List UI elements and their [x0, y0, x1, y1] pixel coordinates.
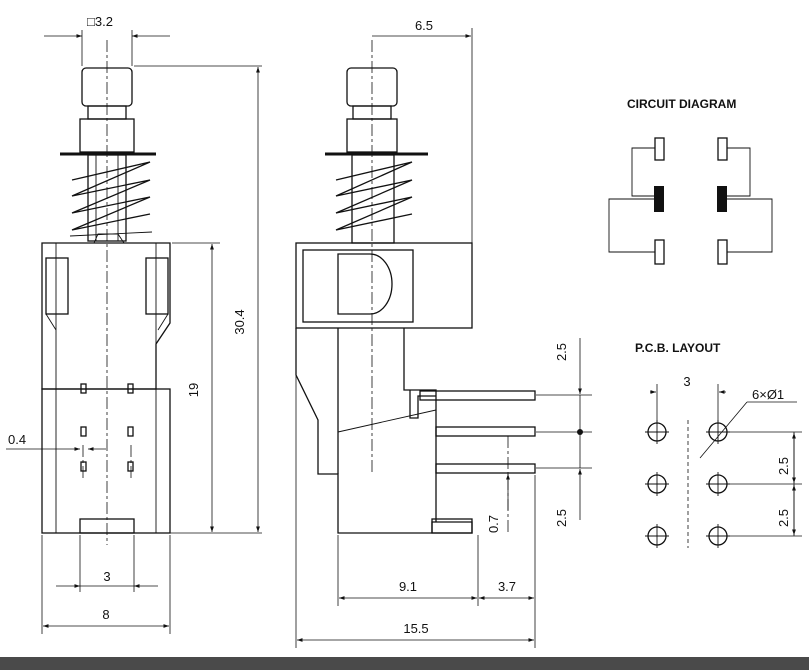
pcb-row-pitch-1-label: 2.5 [776, 457, 791, 475]
pin-pitch-bottom-label: 2.5 [554, 509, 569, 527]
front-terminal-slots [80, 383, 134, 472]
circuit-contact-tr [717, 137, 728, 161]
side-bottom-foot [431, 518, 473, 534]
pcb-column-spacing-label: 3 [683, 374, 690, 389]
pcb-layout: P.C.B. LAYOUT 3 6×Ø1 [635, 341, 802, 548]
side-housing [295, 242, 473, 534]
footer-bar [0, 657, 809, 670]
dim-side-width: 6.5 [372, 18, 473, 243]
dim-pin-offset: 0.7 [486, 474, 510, 533]
side-pin-top [419, 390, 536, 401]
dim-total-length: 15.5 [295, 330, 536, 648]
circuit-switch-right [717, 186, 727, 212]
pcb-row-pitch-2-label: 2.5 [776, 509, 791, 527]
side-actuator-window [337, 253, 393, 315]
dim-body-width: 8 [41, 535, 171, 634]
pin-spacing-label: 3 [103, 569, 110, 584]
pcb-holes [645, 420, 730, 548]
side-width-label: 6.5 [415, 18, 433, 33]
front-spring [69, 154, 153, 242]
body-length-label: 9.1 [399, 579, 417, 594]
pin-pitch-top-label: 2.5 [554, 343, 569, 361]
dim-total-height: 30.4 [134, 65, 262, 534]
circuit-contact-bl [654, 239, 665, 265]
dim-pin-pitch: 2.5 2.5 [536, 338, 592, 527]
pcb-layout-title: P.C.B. LAYOUT [635, 341, 721, 355]
body-width-label: 8 [102, 607, 109, 622]
pin-center-dot [577, 429, 583, 435]
front-base [41, 388, 171, 534]
circuit-contact-br [717, 239, 728, 265]
side-spring [335, 154, 413, 244]
dim-pin-spacing: 3 [56, 535, 158, 592]
dim-pin-thickness: 0.4 [6, 432, 106, 451]
pcb-hole-spec-label: 6×Ø1 [752, 387, 784, 402]
circuit-contact-tl [654, 137, 665, 161]
body-height-label: 19 [186, 383, 201, 397]
pin-offset-label: 0.7 [486, 515, 501, 533]
side-pins [419, 390, 536, 535]
front-view: □3.2 30.4 19 0.4 [6, 14, 262, 634]
pin-length-label: 3.7 [498, 579, 516, 594]
dim-lengths: 9.1 3.7 [337, 475, 536, 606]
front-latch-right [145, 257, 169, 315]
dim-square-size: □3.2 [44, 14, 170, 66]
front-latch-left [45, 257, 69, 315]
total-length-label: 15.5 [403, 621, 428, 636]
pin-thickness-label: 0.4 [8, 432, 26, 447]
side-pin-bottom [435, 463, 536, 474]
square-size-label: □3.2 [87, 14, 113, 29]
circuit-switch-left [654, 186, 664, 212]
front-housing [41, 233, 171, 534]
side-pin-middle [435, 426, 536, 437]
circuit-diagram-title: CIRCUIT DIAGRAM [627, 97, 736, 111]
total-height-label: 30.4 [232, 309, 247, 334]
circuit-diagram: CIRCUIT DIAGRAM [608, 97, 773, 265]
dim-body-height: 19 [172, 242, 220, 532]
side-view: 6.5 2.5 2.5 0.7 9.1 [295, 18, 592, 648]
